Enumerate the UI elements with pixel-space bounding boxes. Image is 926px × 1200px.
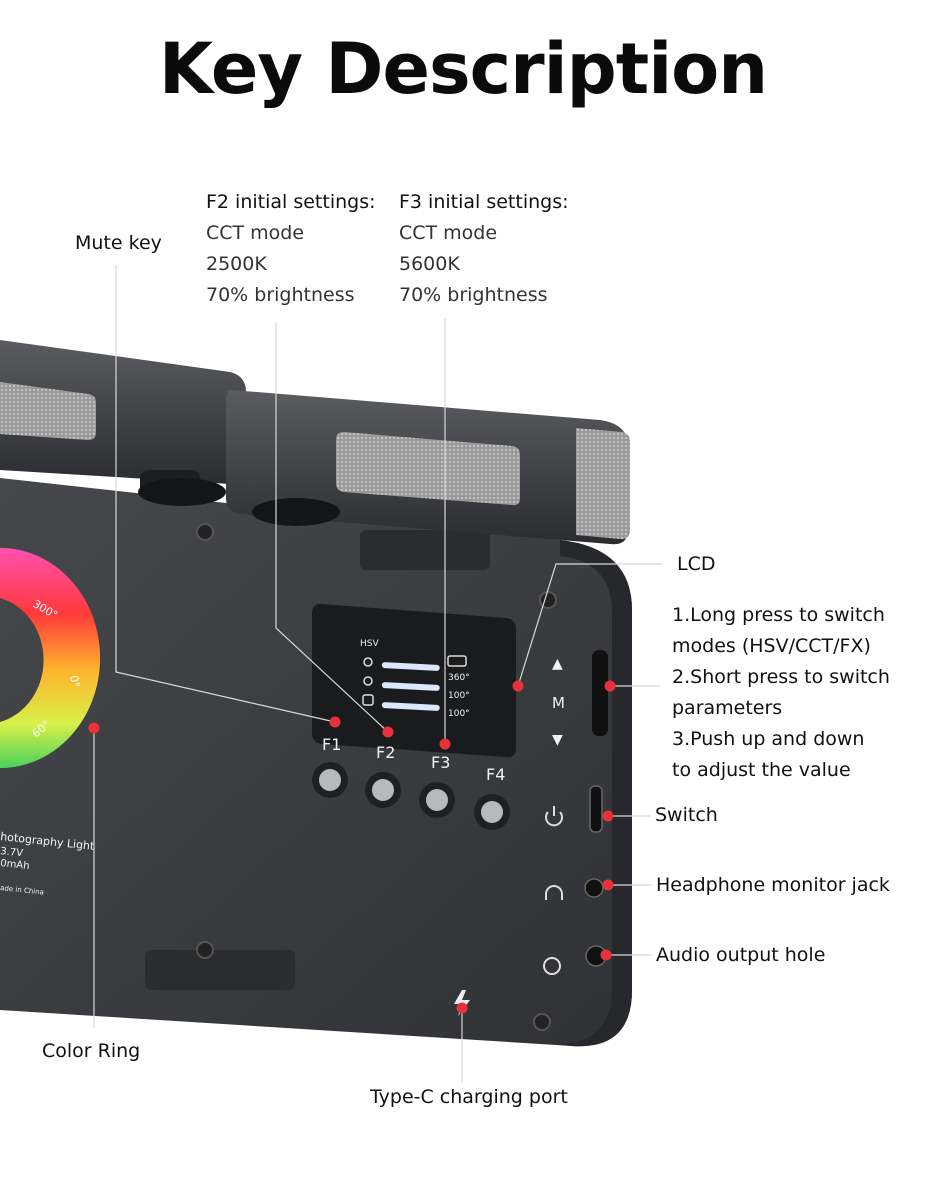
leader-lines [93, 265, 662, 1082]
button-label-f2: F2 [376, 743, 395, 762]
label-switch: Switch [655, 804, 718, 826]
dial-desc-line-1: 1.Long press to switch [672, 604, 885, 626]
dial-wheel [592, 650, 608, 736]
label-audio-output: Audio output hole [656, 944, 826, 966]
dial-desc-line-2: modes (HSV/CCT/FX) [672, 635, 871, 657]
f2-settings-mode: CCT mode [206, 222, 305, 244]
f2-settings: F2 initial settings: CCT mode 2500K 70% … [206, 187, 376, 311]
right-microphone [138, 389, 630, 545]
side-down-mark: ▼ [552, 732, 563, 748]
device-body [0, 478, 632, 1047]
color-ring [0, 548, 101, 768]
screen-value-2: 100° [448, 691, 470, 701]
label-typec-port: Type-C charging port [370, 1086, 568, 1108]
f3-settings: F3 initial settings: CCT mode 5600K 70% … [399, 187, 569, 311]
lcd-screen [312, 603, 516, 758]
ring-label-0: 0° [67, 674, 82, 689]
side-m-mark: M [552, 694, 565, 712]
screen-value-3: 100° [448, 709, 470, 719]
button-label-f4: F4 [486, 765, 505, 784]
page-title: Key Description [158, 28, 768, 110]
button-label-f3: F3 [431, 753, 450, 772]
dial-desc-line-3: 2.Short press to switch [672, 666, 890, 688]
dial-description: 1.Long press to switch modes (HSV/CCT/FX… [672, 600, 890, 786]
f3-settings-mode: CCT mode [399, 222, 498, 244]
power-switch [589, 785, 603, 833]
label-mute-key: Mute key [75, 232, 162, 254]
f2-settings-temp: 2500K [206, 253, 267, 275]
f3-settings-heading: F3 initial settings: [399, 191, 569, 213]
power-icon [545, 806, 563, 827]
f3-settings-temp: 5600K [399, 253, 460, 275]
f3-settings-brightness: 70% brightness [399, 284, 548, 306]
headphone-icon [545, 885, 563, 900]
f2-settings-brightness: 70% brightness [206, 284, 355, 306]
label-lcd: LCD [677, 553, 716, 575]
headphone-jack [584, 878, 604, 898]
left-microphone [0, 340, 246, 510]
label-headphone-jack: Headphone monitor jack [656, 874, 890, 896]
dial-desc-line-6: to adjust the value [672, 759, 851, 781]
button-label-f1: F1 [322, 735, 341, 754]
dial-desc-line-5: 3.Push up and down [672, 728, 865, 750]
screen-value-1: 360° [448, 673, 470, 683]
red-markers [88, 680, 616, 1014]
f2-settings-heading: F2 initial settings: [206, 191, 376, 213]
body-text-3: 0mAh [0, 858, 30, 872]
audio-icon [543, 957, 561, 975]
dial-desc-line-4: parameters [672, 697, 783, 719]
side-up-mark: ▲ [552, 656, 563, 672]
screen-mode: HSV [360, 639, 379, 649]
function-buttons [312, 762, 510, 830]
label-color-ring: Color Ring [42, 1040, 141, 1062]
body-text-2: 3.7V [0, 846, 24, 859]
